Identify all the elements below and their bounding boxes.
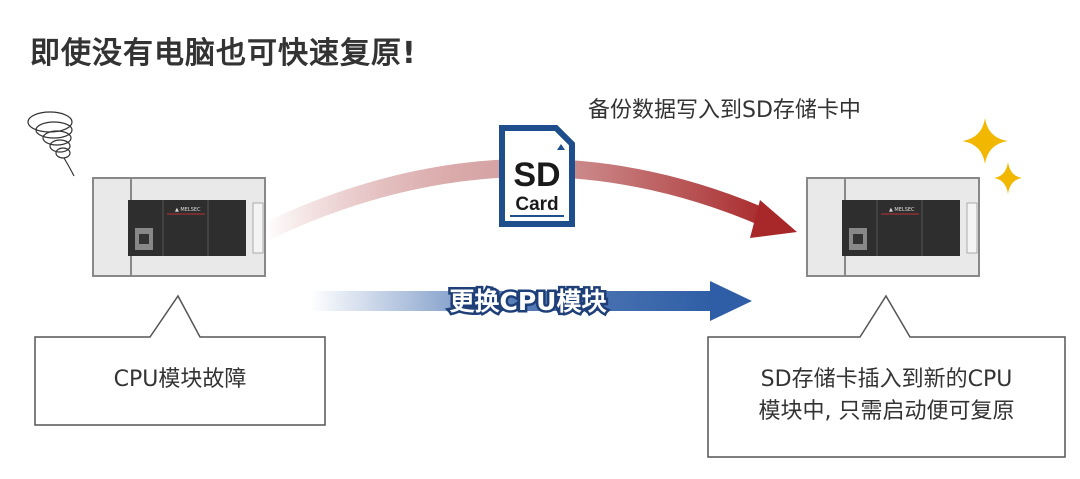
right-callout-line2: 模块中, 只需启动便可复原 (758, 399, 1015, 424)
backup-arrowhead (750, 200, 797, 238)
sd-card-icon: SD Card (499, 125, 575, 227)
backup-caption: 备份数据写入到SD存储卡中 (588, 98, 861, 123)
failed-cpu-module (92, 177, 266, 277)
replace-arrowhead (710, 281, 752, 321)
page-title: 即使没有电脑也可快速复原! (30, 36, 417, 71)
sd-label: SD (513, 156, 560, 194)
right-callout-box (707, 294, 1066, 458)
sparkle-icon (962, 118, 1022, 194)
replace-arrow (310, 291, 715, 311)
card-label: Card (515, 194, 558, 215)
replace-label: 更换CPU模块 (450, 287, 607, 316)
left-callout-text: CPU模块故障 (113, 367, 247, 392)
left-callout-box (34, 294, 326, 426)
right-callout-line1: SD存储卡插入到新的CPU (760, 367, 1013, 392)
new-cpu-module (806, 177, 980, 277)
right-callout-text: SD存储卡插入到新的CPU 模块中, 只需启动便可复原 (708, 364, 1065, 428)
malfunction-swirl-icon (27, 111, 75, 177)
